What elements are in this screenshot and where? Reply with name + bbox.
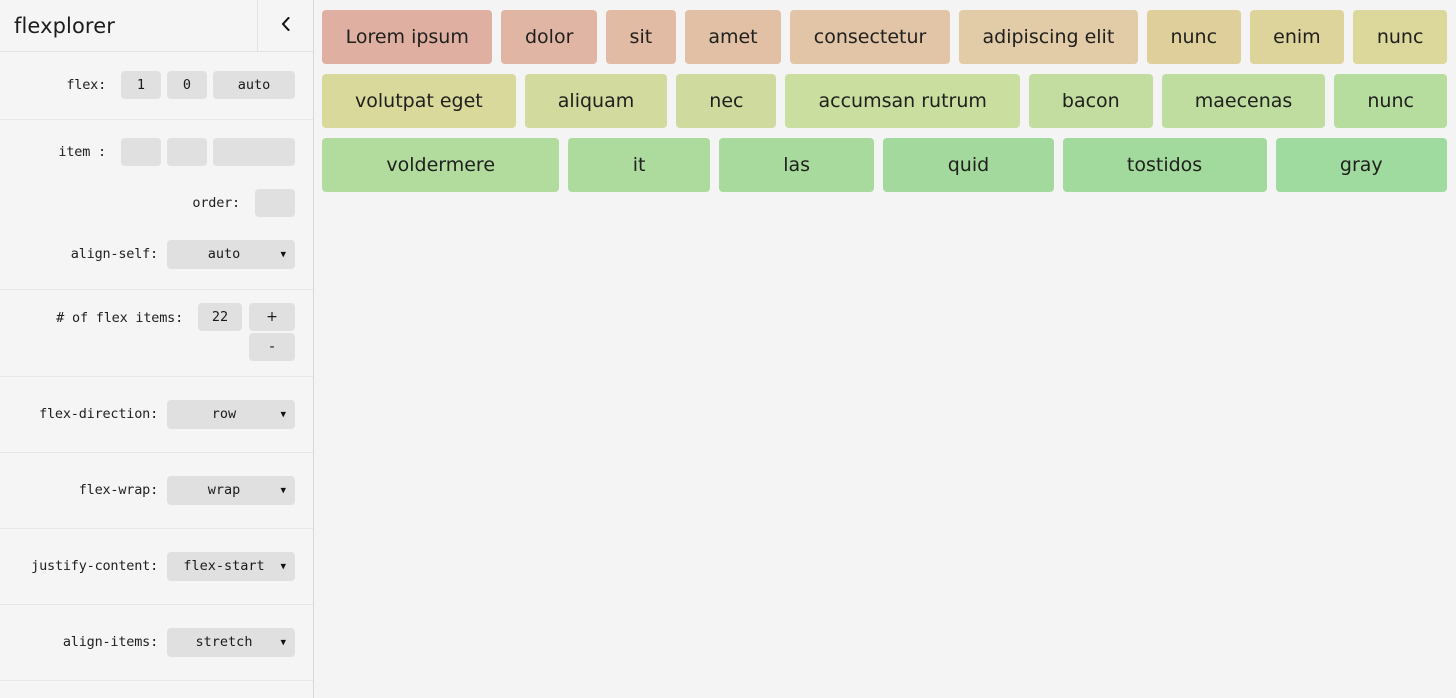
increment-button[interactable]: +	[249, 303, 295, 331]
chevron-down-icon: ▾	[280, 483, 286, 497]
flex-item-count-input[interactable]	[198, 303, 242, 331]
align-items-select[interactable]: stretch ▾	[167, 627, 295, 657]
sidebar-header: flexplorer	[0, 0, 313, 52]
align-self-select[interactable]: auto ▾	[167, 239, 295, 269]
flex-item[interactable]: nunc	[1146, 10, 1241, 64]
flex-direction-select[interactable]: row ▾	[167, 399, 295, 429]
flex-item[interactable]: aliquam	[524, 74, 668, 128]
item-grow-input[interactable]	[121, 138, 161, 166]
flex-item[interactable]: enim	[1249, 10, 1345, 64]
flex-item[interactable]: quid	[883, 138, 1054, 192]
flex-item[interactable]: gray	[1275, 138, 1448, 192]
flex-item-count-stepper: + -	[249, 303, 295, 361]
flex-item[interactable]: las	[718, 138, 875, 192]
flex-wrap-value: wrap	[207, 482, 241, 498]
flex-item[interactable]: accumsan rutrum	[785, 74, 1020, 128]
align-items-label: align-items:	[62, 634, 158, 650]
justify-content-label: justify-content:	[31, 558, 158, 574]
flex-label: flex:	[66, 77, 106, 93]
flex-item[interactable]: amet	[684, 10, 782, 64]
flex-item[interactable]: nunc	[1334, 74, 1447, 128]
flex-item[interactable]: adipiscing elit	[958, 10, 1138, 64]
flex-item[interactable]: it	[568, 138, 710, 192]
sidebar: flexplorer flex: item :	[0, 0, 314, 698]
chevron-left-icon	[281, 16, 290, 35]
flex-item[interactable]: consectetur	[790, 10, 950, 64]
order-label: order:	[192, 195, 240, 211]
flex-item[interactable]: dolor	[501, 10, 597, 64]
chevron-down-icon: ▾	[280, 407, 286, 421]
flex-item-count-label: # of flex items:	[56, 310, 183, 326]
section-item-count: # of flex items: + -	[0, 290, 313, 377]
section-align-items: align-items: stretch ▾	[0, 605, 313, 681]
flex-basis-input[interactable]	[213, 71, 295, 99]
justify-content-select[interactable]: flex-start ▾	[167, 551, 295, 581]
item-shrink-input[interactable]	[167, 138, 207, 166]
flex-wrap-label: flex-wrap:	[78, 482, 158, 498]
item-label: item :	[58, 144, 106, 160]
section-flex: flex:	[0, 52, 313, 120]
section-align-content: align-content: stretch ▾	[0, 681, 313, 698]
section-flex-wrap: flex-wrap: wrap ▾	[0, 453, 313, 529]
justify-content-value: flex-start	[183, 558, 265, 574]
align-self-value: auto	[207, 246, 241, 262]
flex-item[interactable]: nec	[676, 74, 777, 128]
section-item: item : order: align-self: auto ▾	[0, 120, 313, 290]
flex-item[interactable]: volutpat eget	[322, 74, 516, 128]
flex-shrink-input[interactable]	[167, 71, 207, 99]
flex-direction-value: row	[211, 406, 237, 422]
align-self-label: align-self:	[70, 246, 158, 262]
decrement-button[interactable]: -	[249, 333, 295, 361]
chevron-down-icon: ▾	[280, 635, 286, 649]
sidebar-collapse-button[interactable]	[257, 0, 313, 51]
flex-item[interactable]: maecenas	[1161, 74, 1326, 128]
section-flex-direction: flex-direction: row ▾	[0, 377, 313, 453]
item-basis-input[interactable]	[213, 138, 295, 166]
flex-wrap-select[interactable]: wrap ▾	[167, 475, 295, 505]
flex-item[interactable]: bacon	[1028, 74, 1153, 128]
chevron-down-icon: ▾	[280, 559, 286, 573]
flex-item[interactable]: tostidos	[1062, 138, 1267, 192]
order-input[interactable]	[255, 189, 295, 217]
flex-item[interactable]: Lorem ipsum	[322, 10, 493, 64]
flex-item[interactable]: nunc	[1353, 10, 1447, 64]
flex-direction-label: flex-direction:	[39, 406, 158, 422]
flex-item[interactable]: sit	[605, 10, 676, 64]
flex-grow-input[interactable]	[121, 71, 161, 99]
flex-item[interactable]: voldermere	[322, 138, 560, 192]
section-justify-content: justify-content: flex-start ▾	[0, 529, 313, 605]
align-items-value: stretch	[195, 634, 253, 650]
chevron-down-icon: ▾	[280, 247, 286, 261]
app-title: flexplorer	[14, 13, 115, 38]
